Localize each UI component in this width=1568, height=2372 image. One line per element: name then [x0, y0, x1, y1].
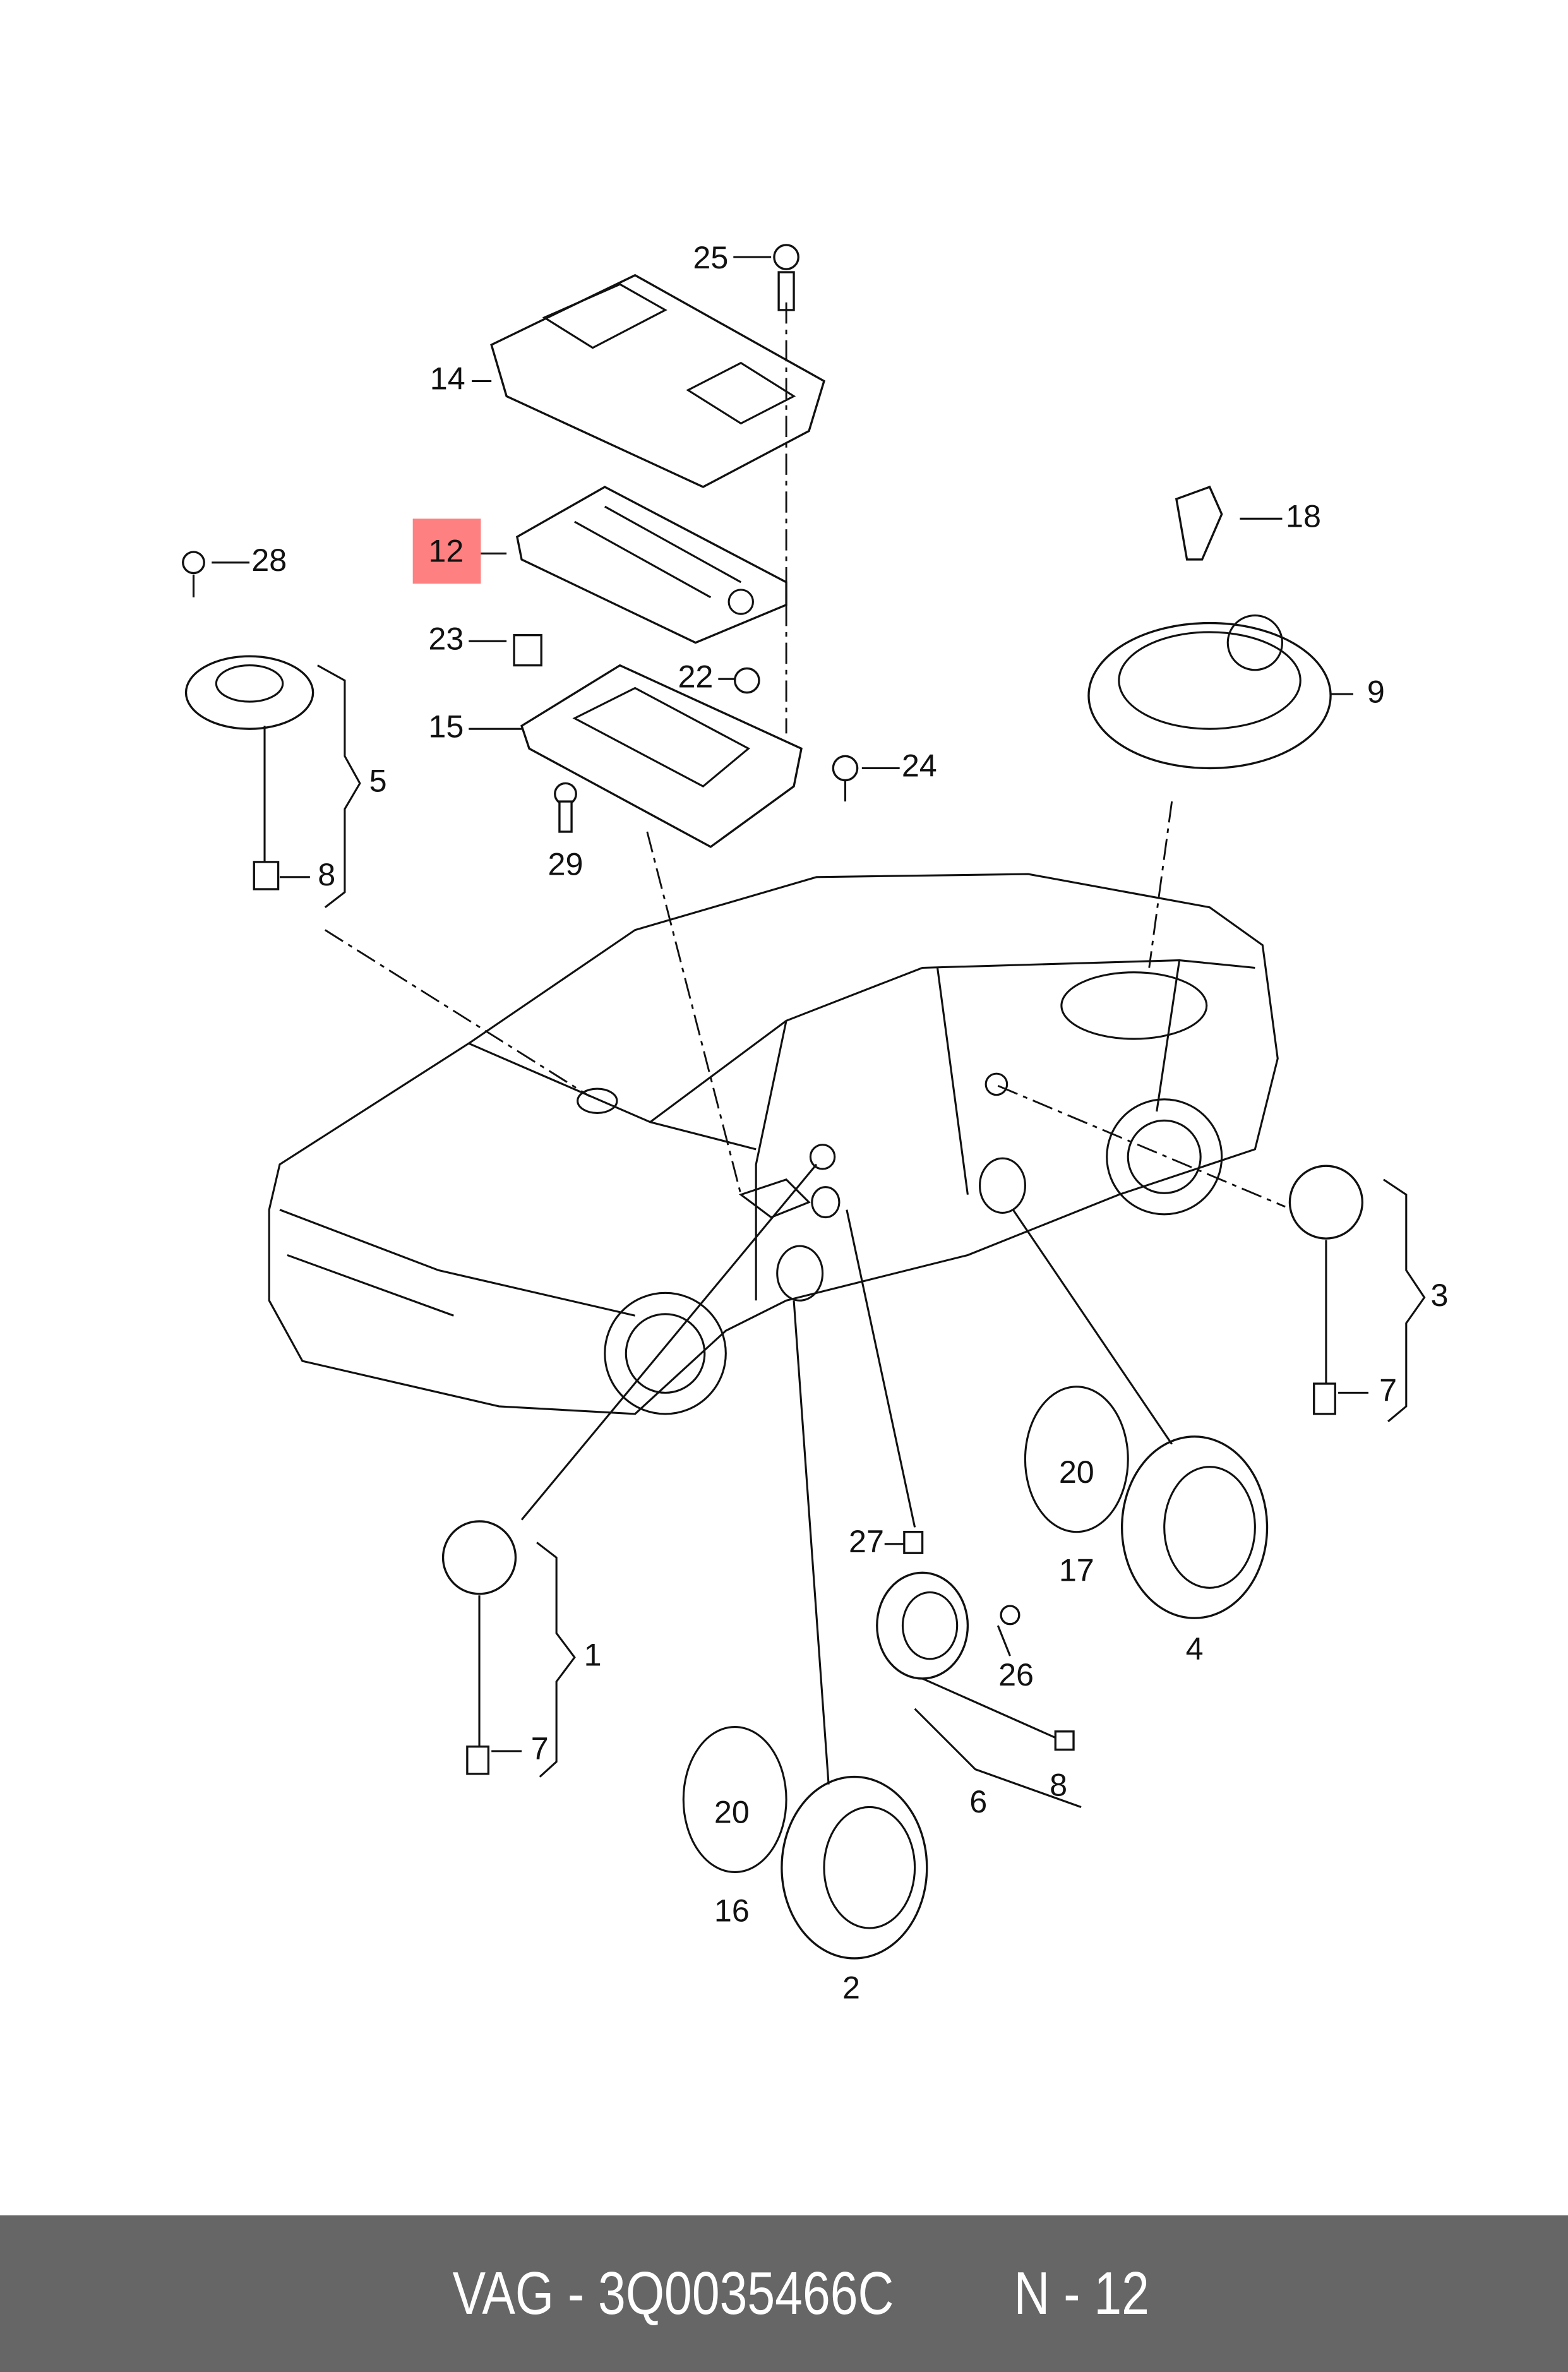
speaker-rear-door: [1024, 1386, 1269, 1619]
label-6: 6: [969, 1783, 987, 1819]
label-20: 20: [714, 1794, 750, 1830]
label-29: 29: [548, 846, 584, 882]
amplifier-unit: [516, 486, 787, 644]
label-8: 8: [1050, 1767, 1067, 1803]
label-3: 3: [1430, 1277, 1448, 1313]
label-9: 9: [1367, 673, 1385, 709]
label-1: 1: [584, 1637, 602, 1673]
label-15: 15: [428, 708, 464, 744]
amplifier-cover: [490, 273, 825, 488]
label-12: 12: [428, 533, 464, 569]
label-24: 24: [902, 748, 937, 784]
label-8: 8: [318, 856, 335, 892]
parts-diagram: 25 14 12 28 23 22 15 5 24 29 8 18 9 3 7 …: [182, 239, 1448, 2005]
amplifier-bracket: [520, 664, 803, 848]
label-22: 22: [678, 658, 713, 694]
label-5: 5: [369, 763, 387, 799]
part-number: VAG - 3Q0035466C: [452, 2260, 894, 2327]
speaker-rear-tweeter: [1288, 1165, 1364, 1415]
speaker-front-tweeter: [441, 1520, 517, 1775]
label-27: 27: [849, 1523, 884, 1559]
part-12-highlight: [412, 518, 481, 584]
label-4: 4: [1186, 1631, 1204, 1667]
fasteners: [182, 244, 1223, 833]
label-25: 25: [693, 239, 728, 275]
label-7: 7: [531, 1730, 549, 1766]
label-2: 2: [842, 1969, 860, 2005]
label-14: 14: [430, 361, 465, 397]
car-outline: [268, 873, 1279, 1415]
leader-lines: [212, 256, 1426, 1808]
label-28: 28: [251, 542, 287, 578]
speaker-front-door: [682, 1726, 928, 1960]
speaker-mid-front: [876, 1530, 1075, 1751]
label-20: 20: [1059, 1454, 1094, 1490]
label-16: 16: [714, 1892, 750, 1928]
speaker-dash: [184, 655, 314, 890]
position-number: N - 12: [1014, 2260, 1149, 2327]
footer-bar: VAG - 3Q0035466C N - 12: [0, 2215, 1568, 2372]
label-17: 17: [1059, 1552, 1094, 1588]
subwoofer: [1087, 614, 1332, 770]
label-7: 7: [1379, 1372, 1397, 1408]
label-23: 23: [428, 621, 464, 657]
label-18: 18: [1286, 498, 1321, 534]
label-26: 26: [998, 1656, 1034, 1692]
